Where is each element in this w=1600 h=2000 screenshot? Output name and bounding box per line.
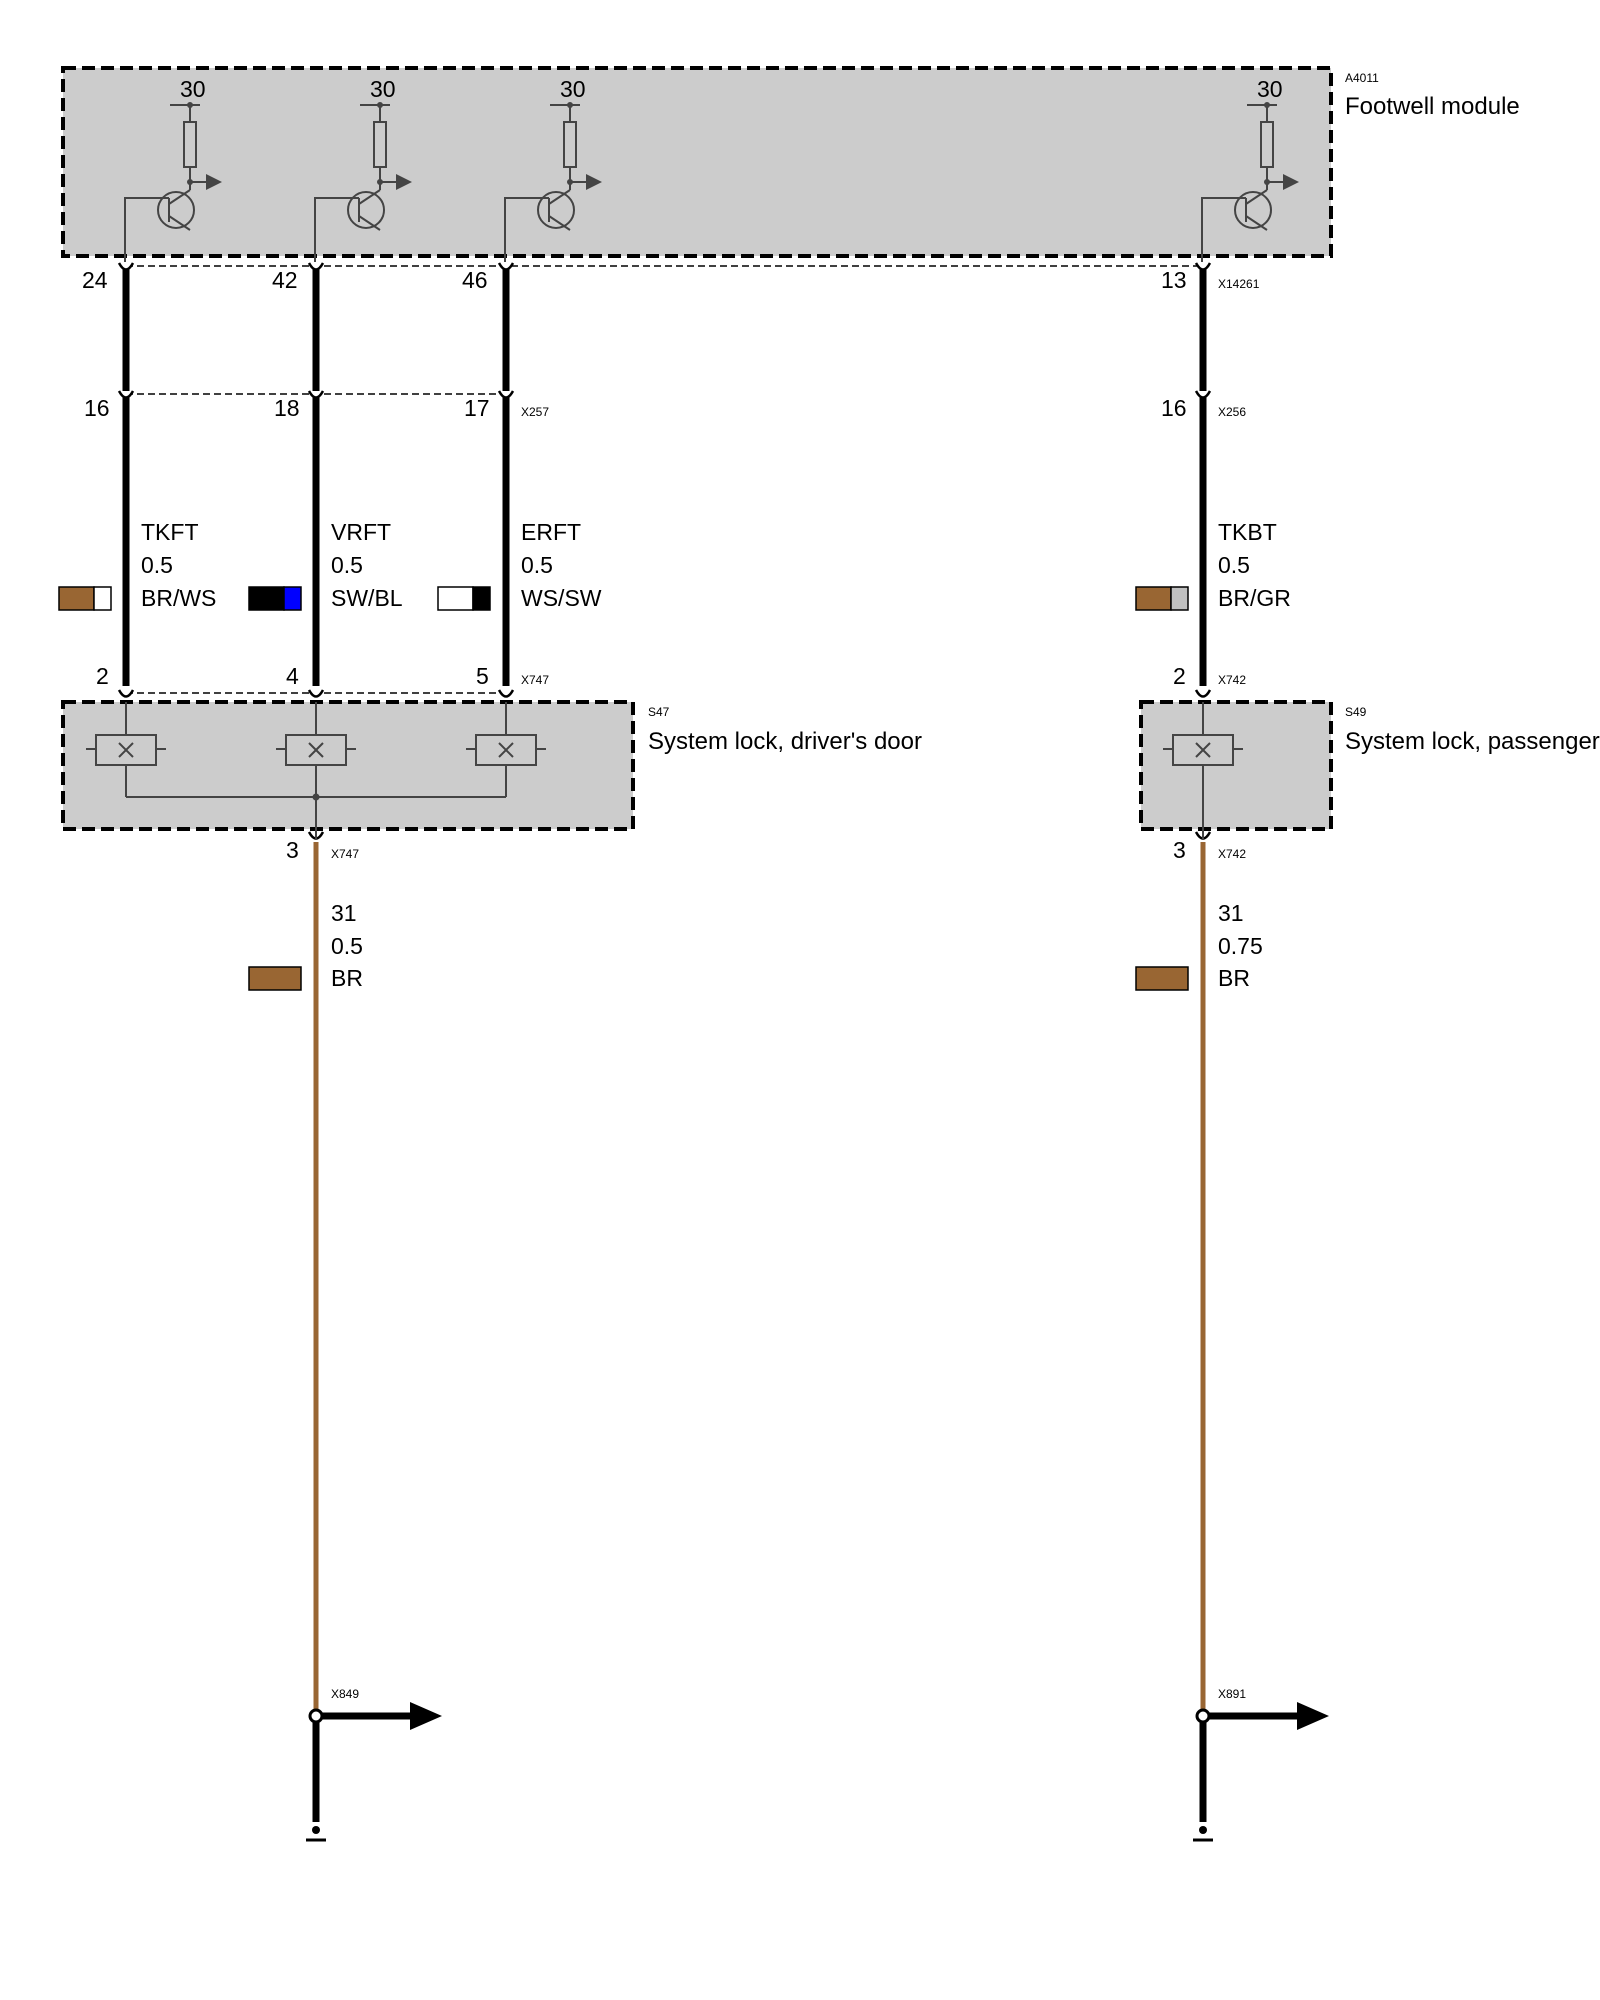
- wire-label-ground-passenger: 31 0.75 BR: [1135, 900, 1263, 991]
- connector-id: X849: [331, 1687, 359, 1701]
- driver-door-lock-module: S47 System lock, driver's door: [61, 700, 922, 840]
- driver-lock-box: [61, 700, 635, 831]
- pin-number: 2: [1173, 663, 1186, 689]
- wire-color-code: WS/SW: [521, 585, 602, 611]
- wire-label-vrft: VRFT 0.5 SW/BL: [248, 519, 403, 611]
- pin-number: 2: [96, 663, 109, 689]
- switch-icon: [86, 734, 166, 766]
- wire-color-swatch: [248, 966, 302, 991]
- supply-label-30: 30: [370, 76, 396, 102]
- output-stage-1: 30: [124, 76, 222, 262]
- connector-id: X742: [1218, 847, 1246, 861]
- wire-size: 0.5: [331, 933, 363, 959]
- connector-id: X257: [521, 405, 549, 419]
- transistor-icon: [347, 191, 385, 229]
- switch-icon: [1163, 734, 1243, 766]
- connector-pins: [117, 262, 1212, 840]
- ground-icon: [312, 1826, 320, 1834]
- ground-point-x849: X849: [306, 1687, 442, 1842]
- wire-color-stripe: [472, 586, 491, 611]
- wire-label-erft: ERFT 0.5 WS/SW: [437, 519, 602, 611]
- output-arrow-icon: [206, 174, 222, 190]
- connector-id: X256: [1218, 405, 1246, 419]
- transistor-icon: [1234, 191, 1272, 229]
- wire-size: 0.5: [521, 552, 553, 578]
- driver-lock-name: System lock, driver's door: [648, 728, 922, 755]
- pin-number: 18: [274, 395, 300, 421]
- wire-color-swatch: [1135, 966, 1189, 991]
- connector-id: X747: [521, 673, 549, 687]
- supply-label-30: 30: [180, 76, 206, 102]
- switch-icon: [276, 734, 356, 766]
- wire-color-swatch: [1135, 586, 1172, 611]
- pin-number: 13: [1161, 267, 1187, 293]
- ground-wires: [313, 842, 1206, 1712]
- wire-color-swatch: [437, 586, 474, 611]
- connector-id: X742: [1218, 673, 1246, 687]
- wire-color-code: BR/GR: [1218, 585, 1291, 611]
- footwell-module-code: A4011: [1345, 71, 1379, 85]
- wire-color-stripe: [283, 586, 302, 611]
- transistor-icon: [537, 191, 575, 229]
- pin-number: 3: [1173, 837, 1186, 863]
- ground-icon: [1199, 1826, 1207, 1834]
- passenger-lock-name: System lock, passenger's door: [1345, 728, 1600, 755]
- wire-color-swatch: [248, 586, 285, 611]
- signal-wires: [122, 268, 1207, 686]
- pin-number: 5: [476, 663, 489, 689]
- ground-point-x891: X891: [1193, 1687, 1329, 1842]
- wire-signal: VRFT: [331, 519, 391, 545]
- wire-signal: TKBT: [1218, 519, 1277, 545]
- wire-size: 0.5: [1218, 552, 1250, 578]
- wire-signal: TKFT: [141, 519, 199, 545]
- wire-size: 0.5: [331, 552, 363, 578]
- passenger-lock-code: S49: [1345, 705, 1367, 719]
- continuation-arrow-icon: [1297, 1702, 1329, 1730]
- output-arrow-icon: [586, 174, 602, 190]
- wire-color-code: SW/BL: [331, 585, 403, 611]
- wire-color-code: BR: [1218, 965, 1250, 991]
- wire-size: 0.75: [1218, 933, 1263, 959]
- wire-label-tkbt: TKBT 0.5 BR/GR: [1135, 519, 1291, 611]
- pin-number: 3: [286, 837, 299, 863]
- pin-number: 46: [462, 267, 488, 293]
- footwell-module: A4011 Footwell module 30 30: [61, 66, 1520, 262]
- wire-color-stripe: [93, 586, 112, 611]
- output-arrow-icon: [1283, 174, 1299, 190]
- pin-number: 42: [272, 267, 298, 293]
- connector-id: X891: [1218, 1687, 1246, 1701]
- output-arrow-icon: [396, 174, 412, 190]
- supply-label-30: 30: [560, 76, 586, 102]
- wire-signal: 31: [331, 900, 357, 926]
- switch-icon: [466, 734, 546, 766]
- pin-number: 24: [82, 267, 108, 293]
- output-stage-4: 30: [1201, 76, 1299, 262]
- connector-id: X747: [331, 847, 359, 861]
- wire-signal: ERFT: [521, 519, 581, 545]
- supply-label-30: 30: [1257, 76, 1283, 102]
- wire-color-swatch: [58, 586, 95, 611]
- pin-number: 16: [84, 395, 110, 421]
- passenger-lock-box: [1139, 700, 1333, 831]
- wire-size: 0.5: [141, 552, 173, 578]
- wire-color-code: BR: [331, 965, 363, 991]
- output-stage-3: 30: [504, 76, 602, 262]
- wire-color-stripe: [1170, 586, 1189, 611]
- wire-signal: 31: [1218, 900, 1244, 926]
- output-stage-2: 30: [314, 76, 412, 262]
- wire-label-tkft: TKFT 0.5 BR/WS: [58, 519, 216, 611]
- passenger-door-lock-module: S49 System lock, passenger's door: [1139, 700, 1600, 840]
- pin-number: 16: [1161, 395, 1187, 421]
- wire-color-code: BR/WS: [141, 585, 216, 611]
- pin-number: 4: [286, 663, 299, 689]
- connector-id: X14261: [1218, 277, 1260, 291]
- driver-lock-code: S47: [648, 705, 670, 719]
- transistor-icon: [157, 191, 195, 229]
- pin-number: 17: [464, 395, 490, 421]
- wire-label-ground-driver: 31 0.5 BR: [248, 900, 363, 991]
- footwell-module-name: Footwell module: [1345, 93, 1520, 120]
- footwell-module-box: [61, 66, 1333, 258]
- continuation-arrow-icon: [410, 1702, 442, 1730]
